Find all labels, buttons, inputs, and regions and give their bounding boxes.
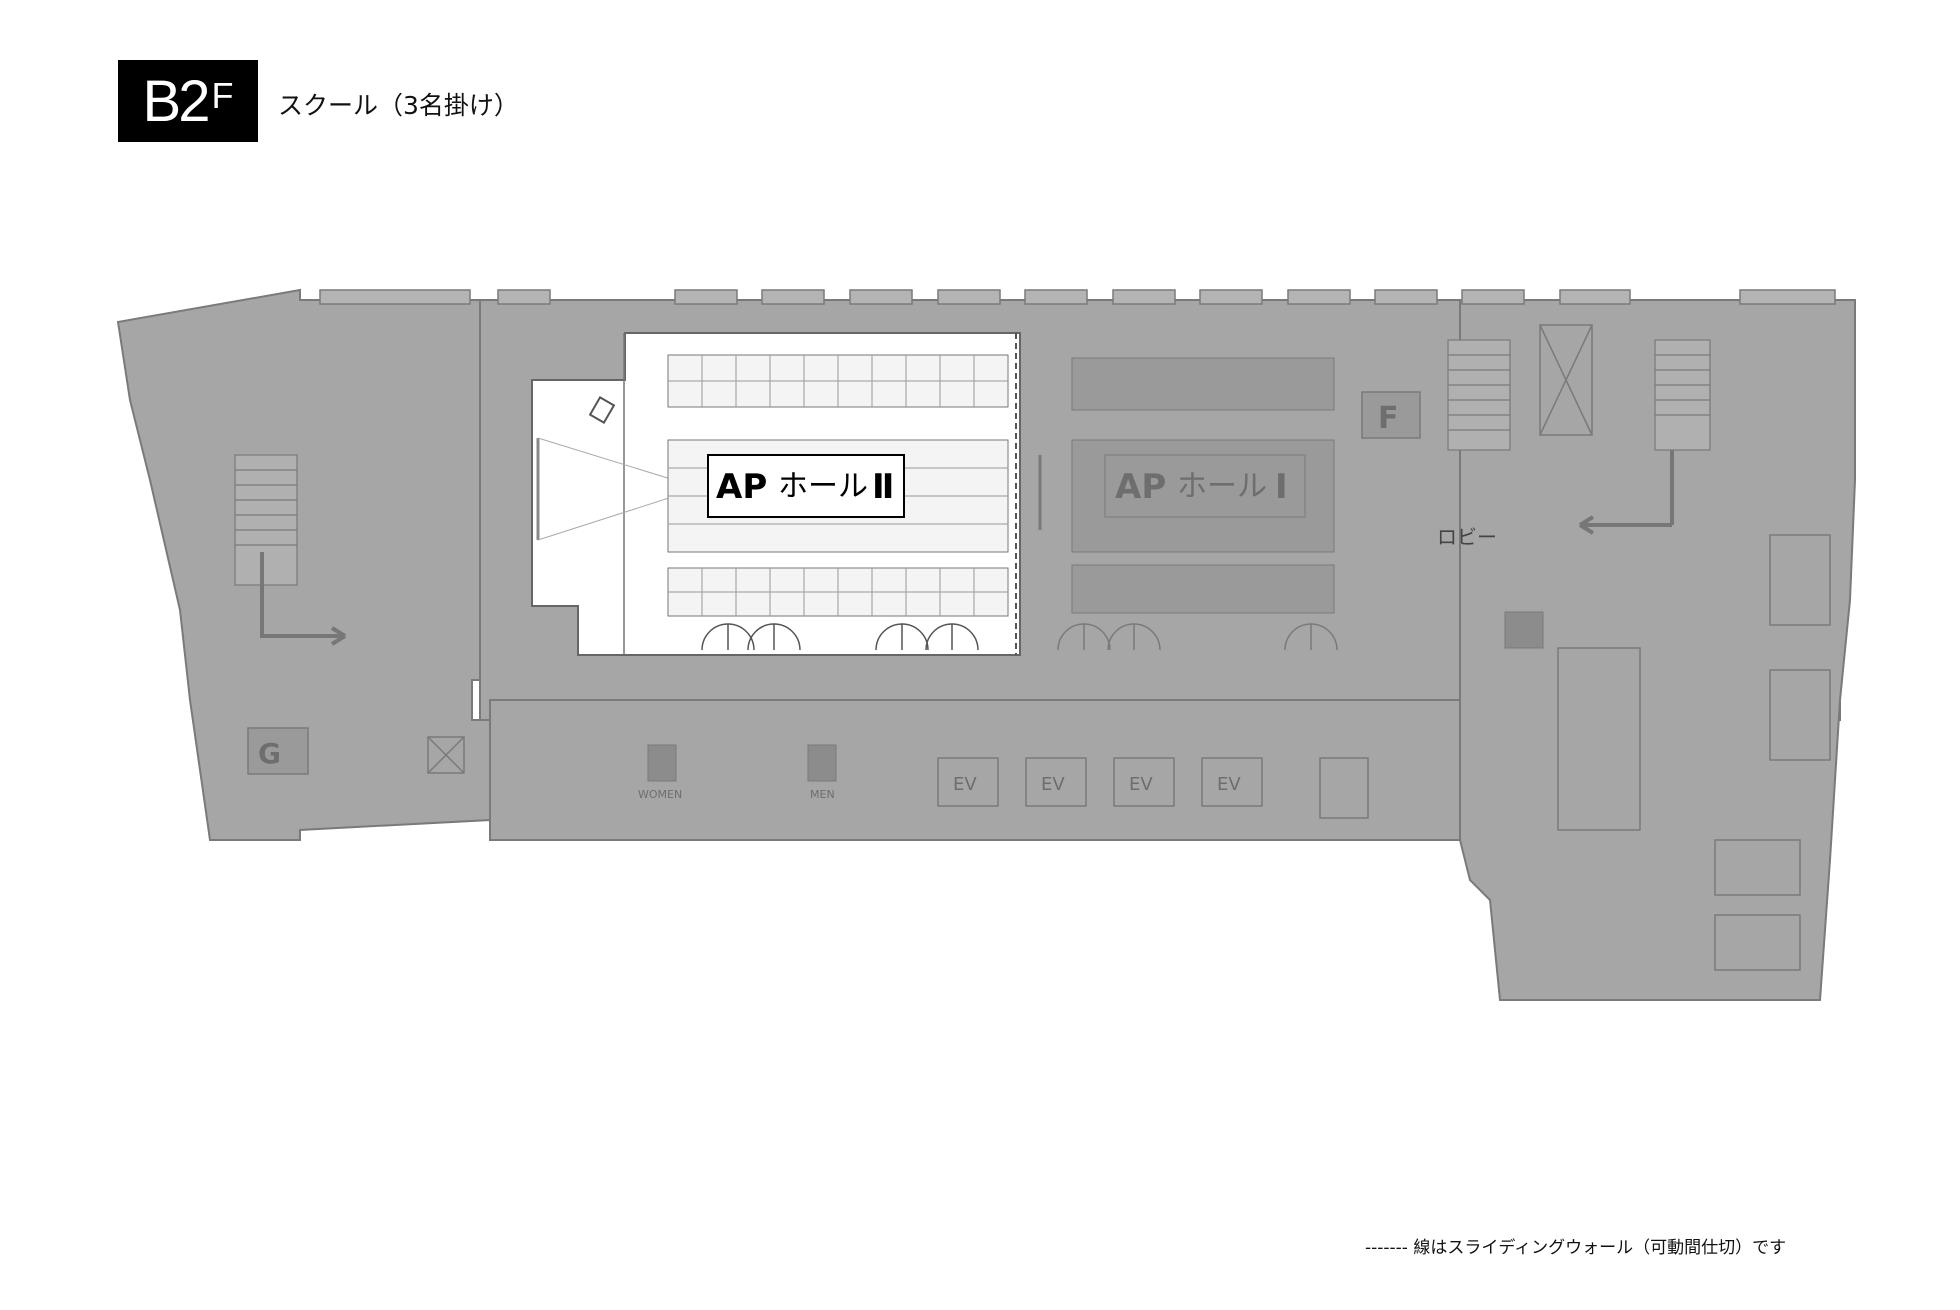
floor-badge: B2 F [118, 60, 258, 142]
room-g-label: G [258, 737, 281, 770]
elevator-2-label: EV [1041, 774, 1065, 795]
layout-subtitle: スクール（3名掛け） [278, 91, 519, 120]
east-rooms [1319, 534, 1831, 971]
men-label: MEN [810, 788, 835, 801]
hall-1-label-box [1104, 454, 1306, 518]
south-strip [489, 699, 1481, 841]
room-f-box [1361, 391, 1421, 439]
hall-2-doors [701, 623, 979, 651]
men-icon [807, 744, 837, 782]
window-row [319, 289, 1836, 305]
hall-1-prefix: AP [1115, 467, 1166, 507]
stair-icon [234, 339, 1711, 586]
elevator-3-label: EV [1129, 774, 1153, 795]
floor-number: B2 [142, 68, 211, 134]
legend-note: ------- 線はスライディングウォール（可動間仕切）です [1365, 1238, 1787, 1258]
hall-2-numeral: Ⅱ [872, 467, 894, 507]
floor-suffix: F [211, 75, 234, 116]
room-f-label: F [1378, 401, 1399, 436]
hall-1-name: ホール [1177, 469, 1267, 504]
lobby-label: ロビー [1437, 525, 1497, 549]
west-wing [116, 288, 521, 841]
women-label: WOMEN [638, 788, 682, 801]
room-g-box [247, 727, 309, 775]
hall-2-label-box [707, 454, 905, 518]
women-icon [647, 744, 677, 782]
smoking-icon [1504, 611, 1544, 649]
hall-2-name: ホール [778, 469, 868, 504]
shaft-boxes [427, 324, 1593, 774]
arrow-icon [1578, 515, 1600, 535]
elevator-boxes [937, 757, 1263, 807]
elevator-4-label: EV [1217, 774, 1241, 795]
hall-2-prefix: AP [716, 467, 767, 507]
arrow-icon [330, 626, 347, 646]
elevator-1-label: EV [953, 774, 977, 795]
projector-icon [588, 395, 616, 425]
west-route-line [260, 552, 345, 638]
hall-1-desks [1071, 357, 1335, 614]
hall-1-numeral: Ⅰ [1275, 467, 1288, 507]
hall-1-doors [1057, 623, 1338, 651]
